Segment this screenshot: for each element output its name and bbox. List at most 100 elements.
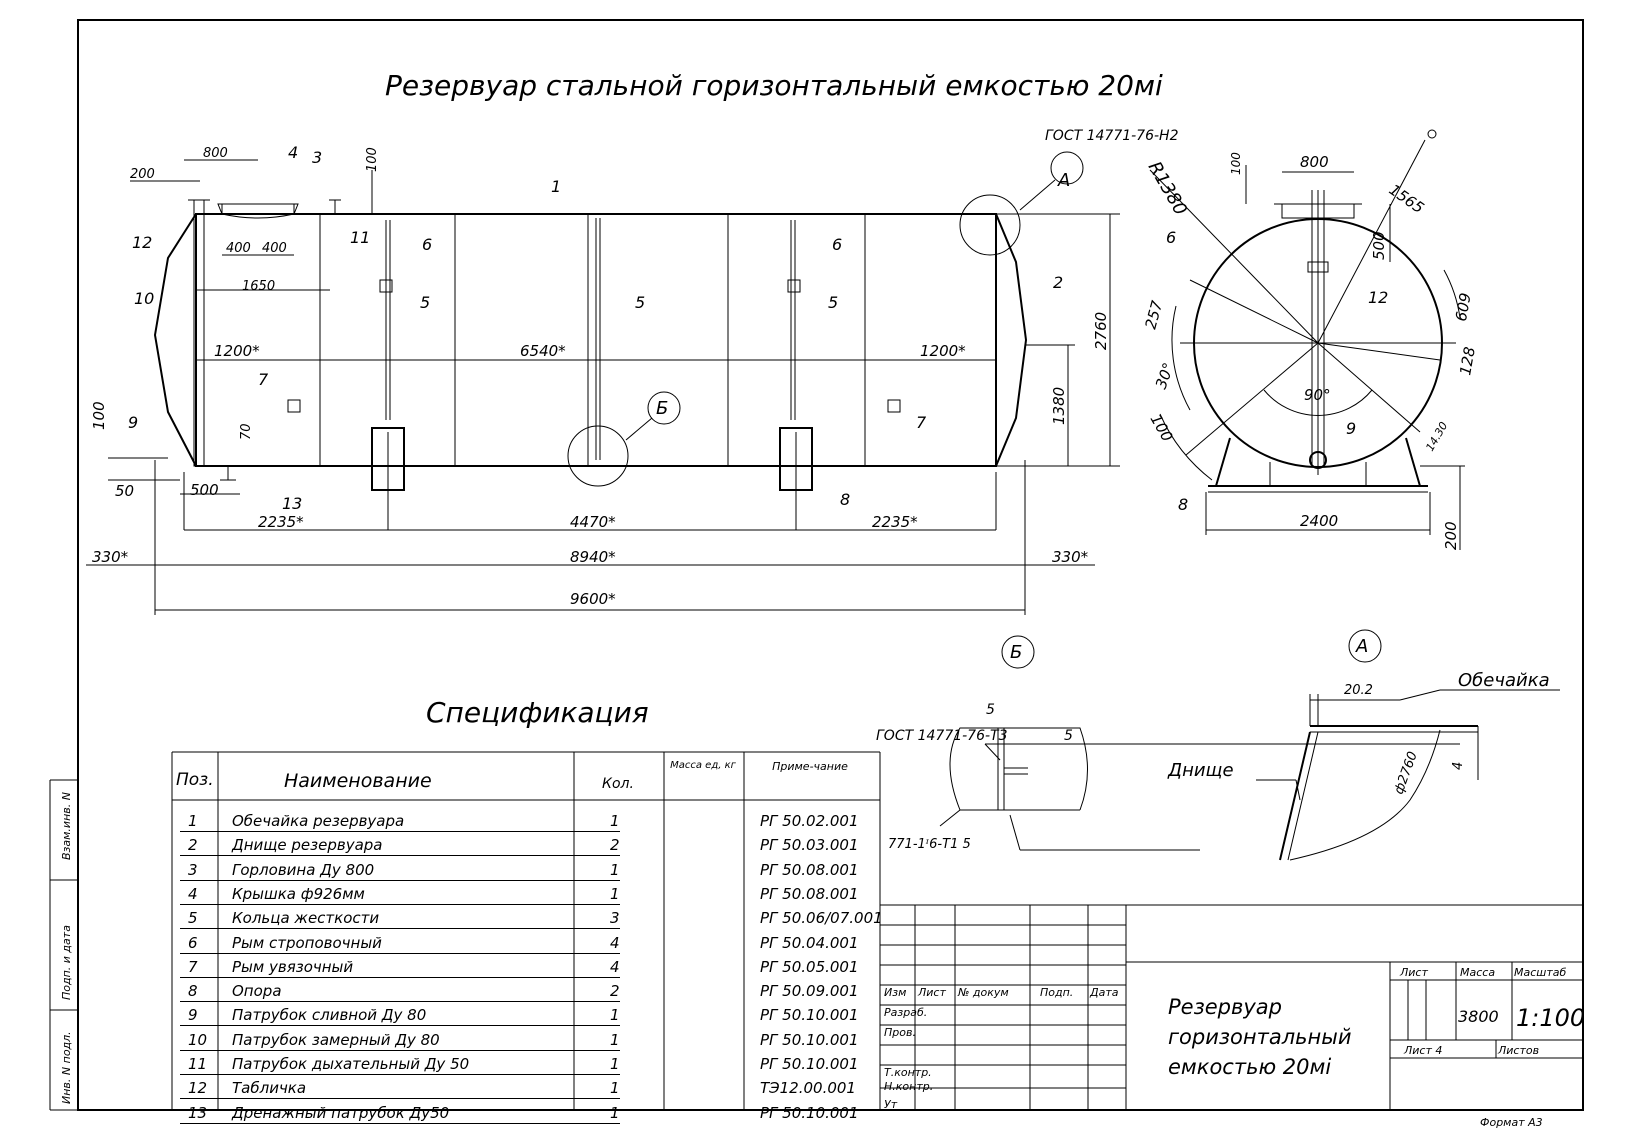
spec-underline: [180, 952, 620, 954]
stamp-header: Дата: [1089, 986, 1119, 999]
detail-a-shell: Обечайка: [1458, 670, 1550, 691]
stamp-col-scale: Масштаб: [1514, 966, 1566, 979]
pos-label: 8: [1178, 495, 1188, 514]
side-view-dimensions: R1380 100 800 1565 500 257 609 30° 90° 1…: [1141, 152, 1478, 550]
pos-label: 12: [1368, 288, 1388, 307]
stamp-role: Разраб.: [884, 1006, 927, 1019]
dim: 9600*: [570, 590, 616, 608]
spec-underline: [180, 1098, 620, 1100]
spec-name: Горловина Ду 800: [232, 860, 375, 879]
spec-name: Рым увязочный: [232, 957, 354, 976]
detail-a: [1256, 629, 1560, 861]
dim: 50: [115, 482, 134, 500]
dim: 100: [1147, 411, 1177, 445]
spec-header-mass: Масса ед, кг: [670, 760, 736, 771]
dim: 8940*: [570, 548, 616, 566]
stamp-header: № докум: [957, 986, 1009, 999]
dim: 257: [1141, 298, 1166, 331]
pos-label: 2: [1053, 273, 1063, 292]
pos-label: 11: [350, 228, 370, 247]
pos-label: 12: [132, 233, 152, 252]
stamp-role: Пров.: [884, 1026, 916, 1039]
pos-label: 4: [288, 143, 298, 162]
spec-qty: 1: [610, 1030, 620, 1049]
pos-label: 6: [1166, 228, 1176, 247]
stamp-mass: 3800: [1458, 1007, 1499, 1026]
dim: 200: [1442, 521, 1460, 550]
spec-qty: 1: [610, 1055, 620, 1073]
pos-label: 5: [635, 293, 645, 312]
spec-name: Кольца жесткости: [232, 909, 380, 928]
pos-label: 8: [840, 490, 850, 509]
spec-pos: 12: [188, 1079, 208, 1098]
main-view-positions: 4 3 1 11 12 10 6 6 5 5 5 2 7 7 9 13 8: [128, 143, 1063, 513]
detail-b-title: Б: [1010, 642, 1022, 663]
spec-qty: 4: [610, 933, 620, 952]
spec-qty: 1: [610, 860, 620, 879]
spec-note: РГ 50.03.001: [760, 836, 859, 855]
spec-underline: [180, 831, 620, 832]
spec-qty: 1: [610, 812, 620, 830]
spec-underline: [180, 1049, 620, 1051]
dim: 6540*: [520, 342, 566, 360]
detail-a-dim: 20.2: [1344, 683, 1373, 698]
dim: 1565: [1386, 181, 1428, 218]
dim: R1380: [1144, 158, 1191, 219]
stamp-role: Ут: [884, 1098, 898, 1111]
spec-header-pos: Поз.: [176, 770, 214, 790]
stamp-col-mass: Масса: [1460, 966, 1495, 979]
title-block-grid: [879, 904, 1583, 1111]
spec-underline: [180, 976, 620, 978]
spec-qty: 2: [610, 982, 620, 1001]
margin-label: Взам.инв. N: [60, 792, 73, 860]
dim: 609: [1451, 291, 1474, 322]
spec-pos: 8: [188, 982, 198, 1001]
spec-note: РГ 50.04.001: [760, 933, 859, 952]
spec-note: ТЭ12.00.001: [760, 1079, 856, 1098]
spec-header-qty: Кол.: [602, 776, 634, 792]
spec-name: Днище резервуара: [232, 836, 383, 855]
spec-name: Опора: [232, 982, 282, 1001]
dim: 2400: [1300, 512, 1338, 530]
spec-name: Табличка: [232, 1079, 307, 1098]
spec-name: Крышка ф926мм: [232, 884, 365, 903]
pos-label: 7: [258, 370, 269, 389]
spec-name: Дренажный патрубок Ду50: [232, 1103, 450, 1122]
stamp-headers: Изм Лист № докум Подп. Дата: [884, 986, 1119, 999]
stamp-header: Изм: [884, 986, 906, 999]
stamp-header: Лист: [917, 986, 946, 999]
spec-qty: 3: [610, 909, 620, 928]
spec-underline: [180, 1025, 620, 1027]
spec-note: РГ 50.05.001: [760, 957, 859, 976]
dim: 1200*: [920, 342, 966, 360]
dim: 400: [262, 241, 287, 256]
dim: 100: [365, 147, 380, 172]
spec-pos: 11: [188, 1055, 208, 1073]
stamp-scale: 1:100: [1516, 1004, 1585, 1032]
spec-underline: [180, 879, 620, 881]
spec-qty: 4: [610, 957, 620, 976]
spec-note: РГ 50.09.001: [760, 982, 859, 1001]
spec-pos: 4: [188, 884, 198, 903]
dim: 2235*: [258, 513, 304, 531]
pos-label: 5: [420, 293, 430, 312]
spec-note: РГ 50.08.001: [760, 884, 859, 903]
spec-qty: 2: [610, 836, 620, 855]
spec-pos: 10: [188, 1030, 208, 1049]
dim: 2760: [1092, 312, 1110, 350]
dim: 400: [226, 241, 251, 256]
dim: 1380: [1050, 387, 1068, 425]
spec-pos: 7: [188, 957, 198, 976]
gost-label: ГОСТ 14771-76-Н2: [1045, 128, 1179, 144]
dim: 2235*: [872, 513, 918, 531]
pos-label: 7: [916, 413, 927, 432]
pos-label: 1: [551, 177, 561, 196]
stamp-doc-title: Резервуар горизонтальный емкостью 20мі: [1168, 995, 1352, 1079]
dim: 500: [1370, 231, 1388, 260]
spec-pos: 13: [188, 1103, 208, 1122]
left-head: [153, 213, 197, 467]
spec-note: РГ 50.10.001: [760, 1006, 859, 1025]
spec-pos: 1: [188, 812, 198, 830]
dim: 800: [1300, 153, 1329, 171]
weld-size: 5: [1064, 728, 1073, 744]
